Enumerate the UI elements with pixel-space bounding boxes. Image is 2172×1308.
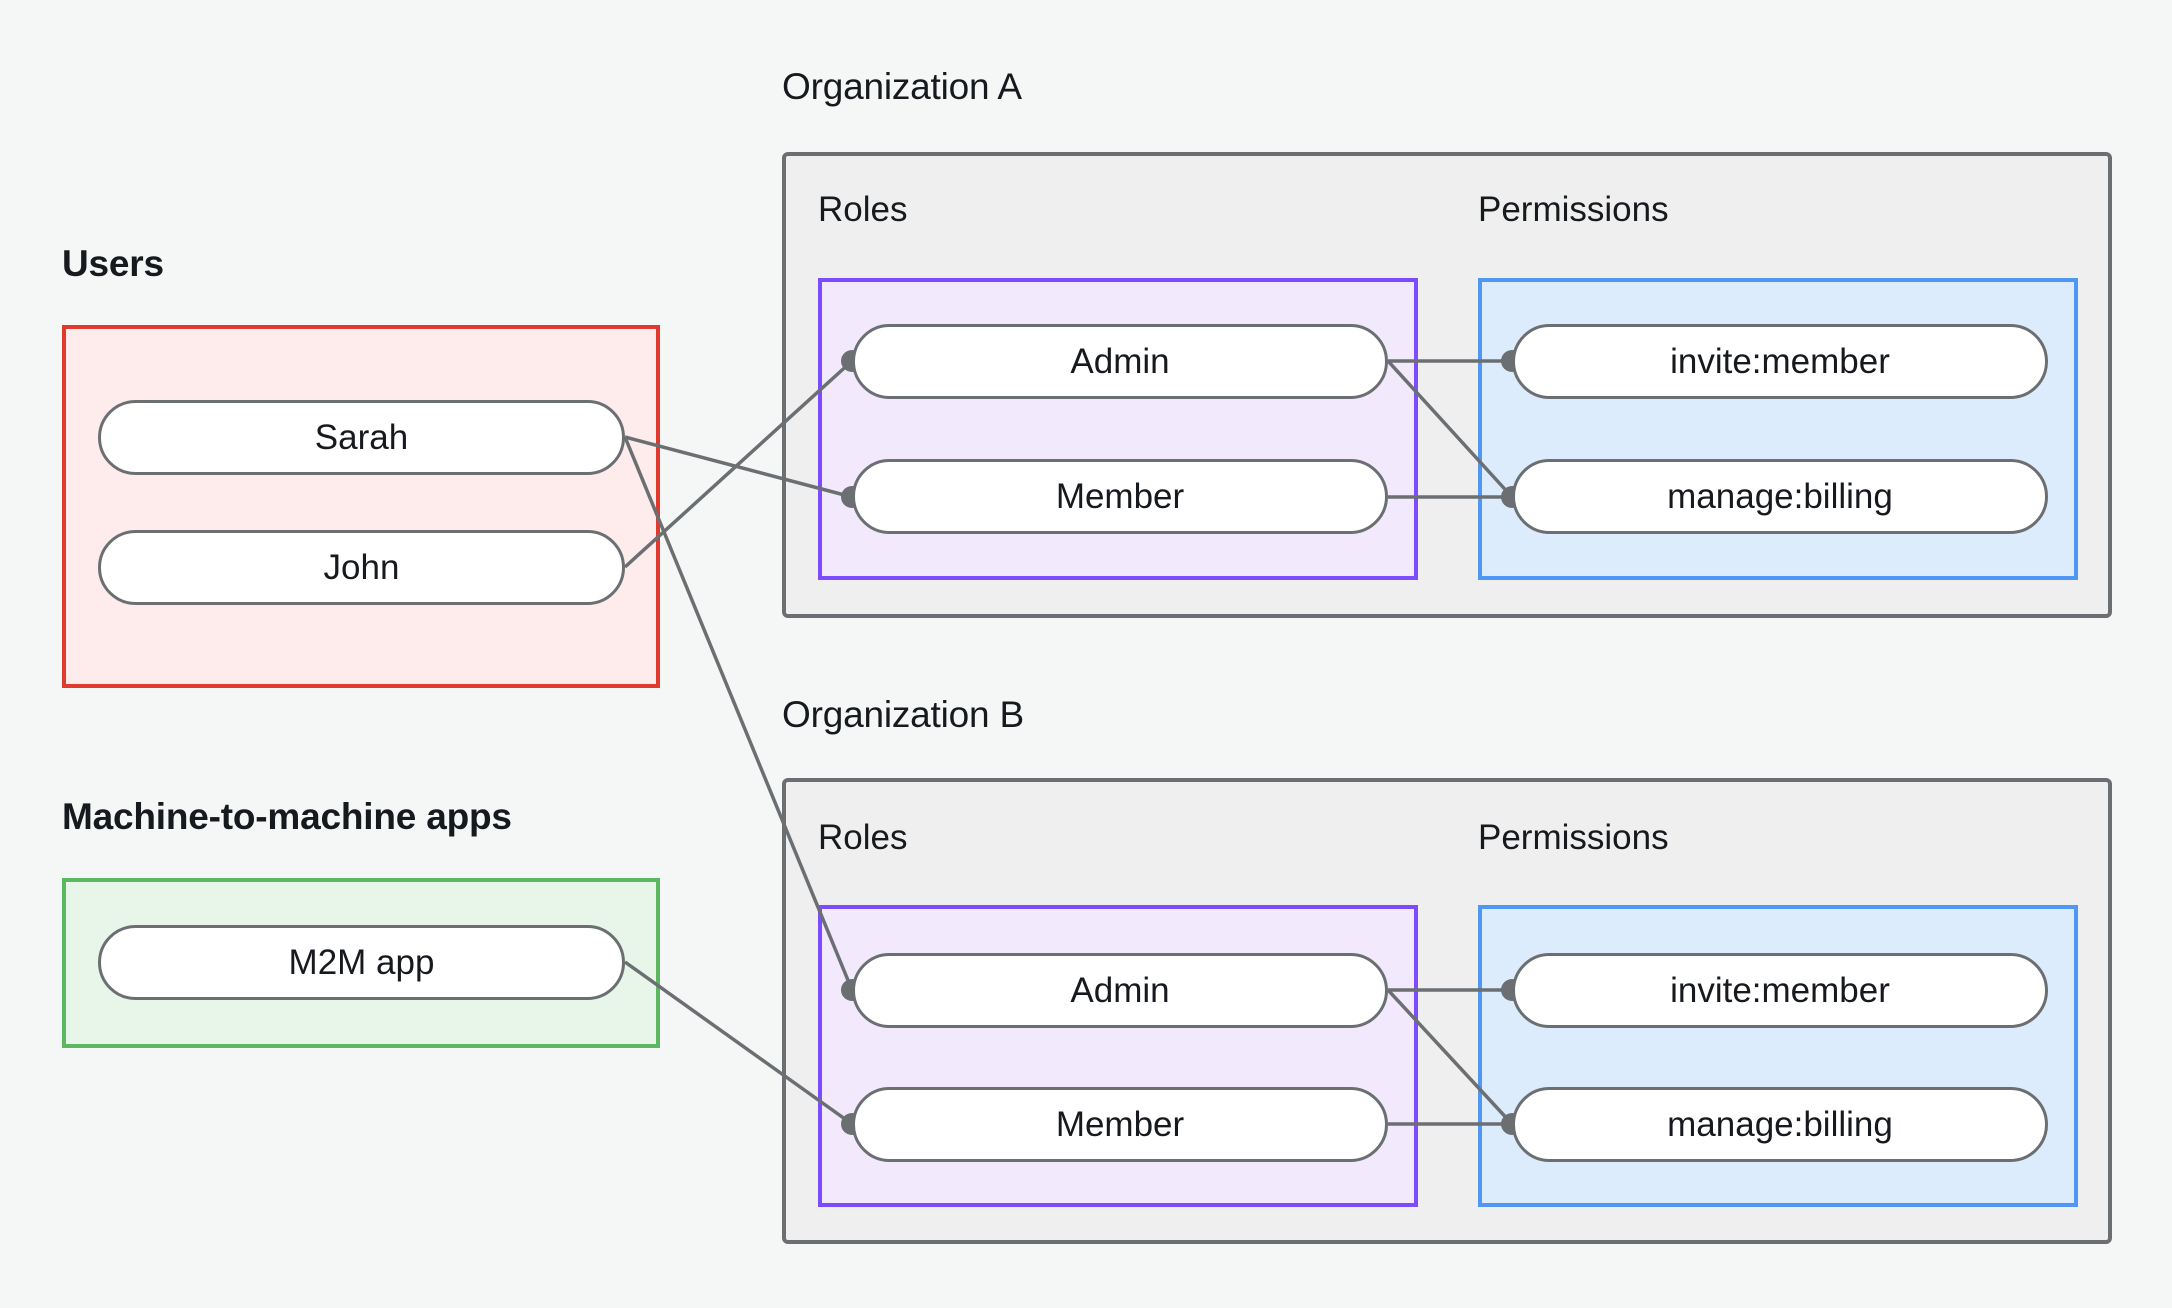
machine-app-node-m2m[interactable]: M2M app <box>98 925 625 1000</box>
organization-b-roles-label: Roles <box>818 818 908 857</box>
machine-apps-group-label: Machine-to-machine apps <box>62 796 512 837</box>
permission-node-org-a-manage-billing[interactable]: manage:billing <box>1512 459 2048 534</box>
organization-b-permissions-label: Permissions <box>1478 818 1669 857</box>
permission-node-org-b-manage-billing[interactable]: manage:billing <box>1512 1087 2048 1162</box>
role-node-org-a-member[interactable]: Member <box>852 459 1388 534</box>
permission-node-org-b-invite-member[interactable]: invite:member <box>1512 953 2048 1028</box>
users-container <box>62 325 660 688</box>
permission-node-org-a-invite-member[interactable]: invite:member <box>1512 324 2048 399</box>
organization-a-roles-label: Roles <box>818 190 908 229</box>
users-group-label: Users <box>62 243 164 284</box>
role-node-org-b-member[interactable]: Member <box>852 1087 1388 1162</box>
role-node-org-a-admin[interactable]: Admin <box>852 324 1388 399</box>
organization-b-title: Organization B <box>782 694 1024 735</box>
organization-a-title: Organization A <box>782 66 1022 107</box>
role-node-org-b-admin[interactable]: Admin <box>852 953 1388 1028</box>
organization-a-permissions-label: Permissions <box>1478 190 1669 229</box>
user-node-sarah[interactable]: Sarah <box>98 400 625 475</box>
user-node-john[interactable]: John <box>98 530 625 605</box>
